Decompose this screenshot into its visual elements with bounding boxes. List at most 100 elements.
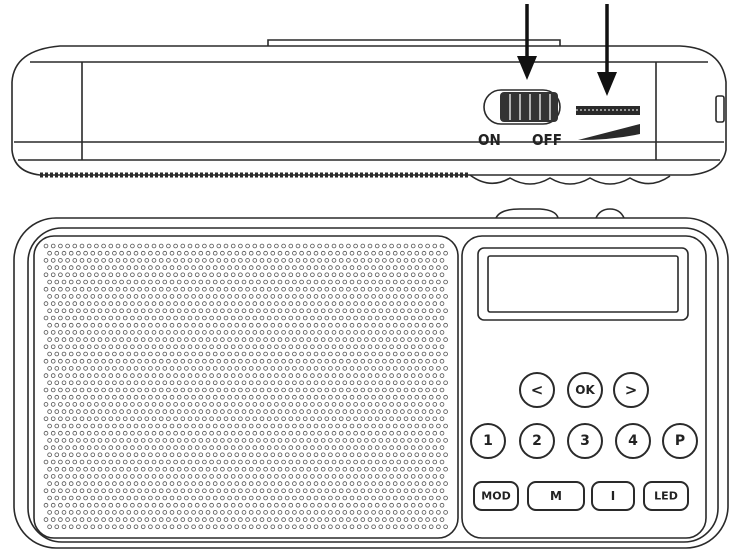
speaker-hole: [313, 380, 319, 386]
speaker-hole: [371, 351, 376, 357]
speaker-hole: [54, 423, 60, 429]
key-right-label: >: [625, 381, 638, 399]
speaker-hole: [418, 416, 423, 422]
speaker-hole: [385, 265, 391, 270]
speaker-hole: [158, 315, 164, 321]
speaker-hole: [443, 466, 448, 472]
speaker-hole: [353, 358, 358, 364]
speaker-hole: [130, 373, 135, 378]
speaker-hole: [353, 387, 358, 393]
speaker-hole: [374, 301, 380, 306]
key-p[interactable]: P: [662, 423, 698, 459]
speaker-hole: [47, 366, 52, 371]
speaker-hole: [230, 315, 236, 321]
speaker-hole: [119, 322, 124, 328]
speaker-hole: [187, 445, 193, 450]
key-i[interactable]: I: [591, 481, 635, 511]
speaker-hole: [263, 481, 268, 486]
speaker-hole: [277, 322, 283, 328]
speaker-hole: [230, 387, 236, 393]
speaker-hole: [122, 387, 128, 393]
speaker-hole: [374, 502, 380, 508]
speaker-hole: [295, 445, 301, 450]
key-mod[interactable]: MOD: [473, 481, 519, 511]
speaker-hole: [83, 452, 88, 458]
key-3[interactable]: 3: [567, 423, 603, 459]
speaker-hole: [295, 330, 301, 335]
speaker-hole: [187, 402, 193, 407]
speaker-hole: [86, 488, 92, 494]
speaker-hole: [155, 409, 160, 414]
speaker-hole: [209, 402, 214, 407]
speaker-hole: [187, 430, 193, 436]
speaker-hole: [148, 366, 153, 371]
speaker-hole: [385, 452, 391, 458]
speaker-hole: [313, 337, 319, 342]
speaker-hole: [194, 358, 200, 364]
key-2[interactable]: 2: [519, 423, 555, 459]
speaker-hole: [425, 315, 430, 321]
speaker-hole: [83, 250, 88, 256]
speaker-hole: [364, 394, 369, 400]
key-m[interactable]: M: [527, 481, 585, 511]
speaker-hole: [306, 409, 312, 414]
key-right[interactable]: >: [613, 372, 649, 408]
speaker-hole: [184, 495, 189, 501]
key-left[interactable]: <: [519, 372, 555, 408]
speaker-hole: [180, 344, 186, 350]
speaker-hole: [180, 416, 186, 422]
speaker-hole: [356, 409, 362, 414]
speaker-hole: [436, 481, 441, 486]
speaker-hole: [65, 402, 70, 407]
speaker-hole: [432, 474, 438, 479]
speaker-hole: [328, 481, 333, 486]
speaker-hole: [61, 351, 67, 357]
speaker-hole: [414, 466, 420, 472]
speaker-hole: [101, 330, 106, 335]
arrow-to-volume-wheel: [597, 4, 617, 96]
speaker-hole: [72, 286, 78, 292]
speaker-hole: [328, 452, 333, 458]
speaker-hole: [338, 358, 344, 364]
speaker-hole: [425, 286, 430, 292]
speaker-hole: [83, 423, 88, 429]
speaker-hole: [158, 330, 164, 335]
key-led[interactable]: LED: [643, 481, 689, 511]
speaker-hole: [385, 351, 391, 357]
speaker-hole: [281, 502, 286, 508]
key-1[interactable]: 1: [470, 423, 506, 459]
speaker-hole: [360, 445, 366, 450]
speaker-hole: [313, 394, 319, 400]
volume-wheel[interactable]: [576, 106, 640, 140]
speaker-hole: [130, 286, 135, 292]
speaker-hole: [331, 502, 337, 508]
speaker-hole: [299, 495, 304, 501]
speaker-hole: [65, 517, 70, 522]
speaker-hole: [367, 416, 373, 422]
speaker-hole: [83, 351, 88, 357]
speaker-hole: [324, 272, 330, 278]
speaker-hole: [158, 430, 164, 436]
speaker-hole: [378, 409, 384, 414]
power-switch[interactable]: [483, 89, 561, 125]
speaker-hole: [382, 430, 387, 436]
speaker-hole: [270, 394, 276, 400]
speaker-hole: [94, 474, 99, 479]
speaker-hole: [320, 466, 326, 472]
speaker-hole: [382, 344, 387, 350]
speaker-hole: [396, 445, 402, 450]
speaker-hole: [277, 279, 283, 285]
speaker-hole: [43, 330, 49, 335]
key-4[interactable]: 4: [615, 423, 651, 459]
speaker-hole: [313, 322, 319, 328]
speaker-hole: [187, 488, 193, 494]
speaker-hole: [274, 488, 279, 494]
speaker-hole: [166, 330, 171, 335]
speaker-hole: [392, 380, 398, 386]
speaker-hole: [317, 358, 322, 364]
speaker-hole: [122, 416, 128, 422]
speaker-hole: [374, 358, 380, 364]
key-ok[interactable]: OK: [567, 372, 603, 408]
speaker-hole: [86, 430, 92, 436]
speaker-hole: [90, 279, 96, 285]
